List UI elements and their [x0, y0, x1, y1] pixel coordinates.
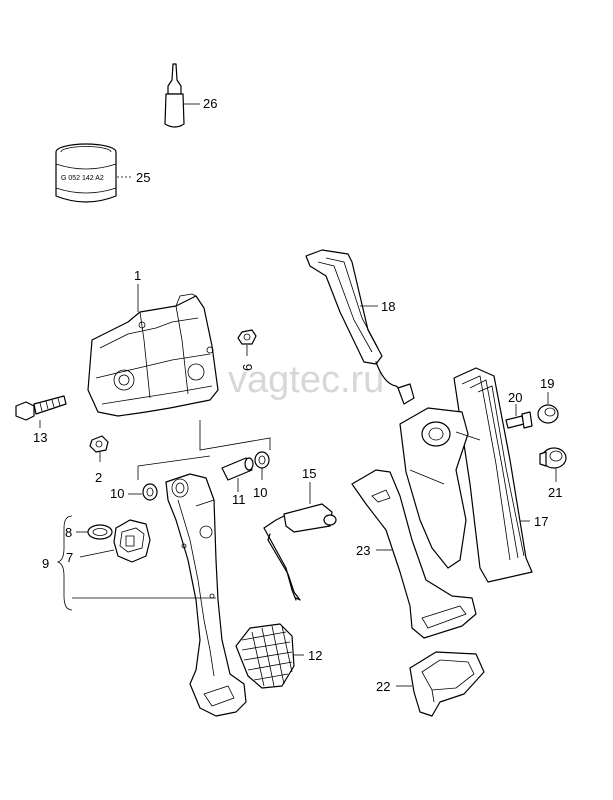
part-15-pedal-rod — [263, 482, 337, 601]
callout-9: 9 — [42, 556, 49, 571]
container-label: G 052 142 A2 — [61, 175, 104, 182]
part-10-bushing-right — [254, 451, 270, 480]
callout-10-left: 10 — [110, 486, 124, 501]
callout-18: 18 — [381, 299, 395, 314]
callout-11: 11 — [232, 492, 246, 507]
callout-26: 26 — [203, 96, 217, 111]
callout-21: 21 — [548, 485, 562, 500]
watermark: vagtec.ru — [228, 359, 384, 401]
part-13-bolt — [15, 395, 67, 428]
callout-8: 8 — [65, 525, 72, 540]
callout-2: 2 — [95, 470, 102, 485]
brake-pedal-arm — [165, 473, 247, 717]
part-23-heel-plate — [351, 469, 477, 639]
part-6-nut — [237, 329, 257, 356]
callout-6: 6 — [240, 364, 255, 371]
part-25-grease-container: G 052 142 A2 — [55, 143, 132, 203]
part-8-ring — [76, 524, 113, 540]
callout-25: 25 — [136, 170, 150, 185]
callout-13: 13 — [33, 430, 47, 445]
part-7-clip — [79, 519, 151, 563]
callout-12: 12 — [308, 648, 322, 663]
part-18-position-sensor — [305, 249, 415, 405]
callout-1: 1 — [134, 268, 141, 283]
callout-20: 20 — [508, 390, 522, 405]
part-22-holder — [396, 651, 485, 717]
part-19-cap — [537, 392, 559, 424]
part-26-sealant-tube — [164, 63, 200, 128]
callout-15: 15 — [302, 466, 316, 481]
callout-7: 7 — [66, 550, 73, 565]
callout-10-right: 10 — [253, 485, 267, 500]
callout-22: 22 — [376, 679, 390, 694]
callout-17: 17 — [534, 514, 548, 529]
part-10-bushing-left — [128, 483, 158, 501]
part-20-screw — [505, 404, 533, 429]
callout-19: 19 — [540, 376, 554, 391]
part-2-nut — [89, 435, 109, 462]
part-21-cap — [539, 447, 567, 482]
part-11-sleeve — [221, 457, 254, 492]
part-1-pedal-bracket — [87, 284, 219, 417]
group-bracket-9 — [56, 515, 73, 611]
callout-23: 23 — [356, 543, 370, 558]
part-17-accelerator-pedal — [399, 367, 533, 583]
part-12-pedal-pad — [235, 623, 304, 689]
